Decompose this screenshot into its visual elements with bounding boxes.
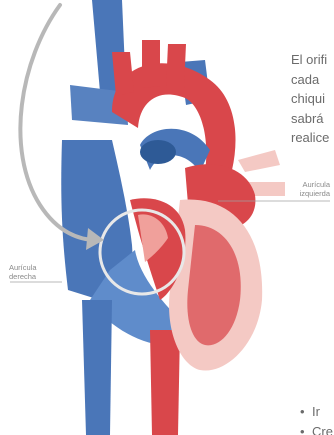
body-line: sabrá [291,109,334,129]
body-line: El orifi [291,50,334,70]
label-left-atrium: Aurícula izquierda [282,180,330,198]
pulmonary-vein-upper-right [238,150,280,172]
pulmonary-valve [140,140,176,164]
body-line: cada [291,70,334,90]
bullet-list: Ir Cre [300,402,333,435]
descending-aorta [150,330,180,435]
label-line: izquierda [282,189,330,198]
body-text: El orifi cada chiqui sabrá realice [291,50,334,148]
aorta-branch-2 [142,40,160,88]
label-line: Aurícula [282,180,330,189]
inferior-vena-cava [82,300,112,435]
body-line: chiqui [291,89,334,109]
label-right-atrium: Aurícula derecha [9,263,37,281]
label-line: derecha [9,272,37,281]
list-item: Ir [300,402,333,422]
label-line: Aurícula [9,263,37,272]
body-line: realice [291,128,334,148]
aorta-branch-3 [166,44,186,88]
list-item: Cre [300,422,333,435]
